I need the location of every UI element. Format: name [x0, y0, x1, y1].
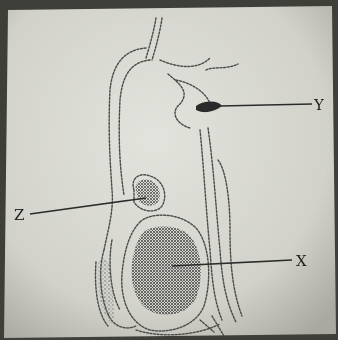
testis-body-fill: [132, 226, 201, 314]
label-x: X: [296, 252, 307, 270]
label-y: Y: [313, 96, 325, 114]
label-z: Z: [14, 206, 24, 224]
